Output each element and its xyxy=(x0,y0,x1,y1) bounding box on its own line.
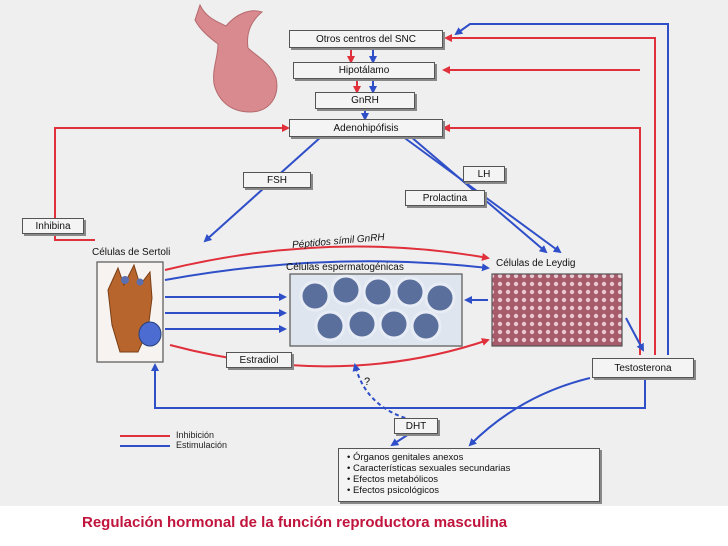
fsh-arrow xyxy=(203,135,323,243)
effect-item: • Características sexuales secundarias xyxy=(347,463,511,474)
testosterona-effects-arrow xyxy=(468,377,591,447)
effects-box: • Órganos genitales anexos • Característ… xyxy=(338,448,600,502)
testosterona-box: Testosterona xyxy=(592,358,694,378)
estradiol-box: Estradiol xyxy=(226,352,292,368)
testosterona-snc-inhibition-line xyxy=(444,34,656,355)
legend-estimulacion-label: Estimulación xyxy=(176,440,228,450)
peptidos-inhibition-line xyxy=(164,245,490,271)
inhibina-box: Inhibina xyxy=(22,218,84,234)
espermatogenicas-label: Células espermatogénicas xyxy=(286,262,404,273)
sertoli-main-nucleus xyxy=(138,321,162,347)
snc-box: Otros centros del SNC xyxy=(289,30,443,48)
testosterona-adeno-inhibition-line xyxy=(442,124,641,355)
fsh-box: FSH xyxy=(243,172,311,188)
caption-text: Regulación hormonal de la función reprod… xyxy=(82,514,508,531)
leydig-testosterona-arrow xyxy=(625,317,644,352)
caption-bar: Regulación hormonal de la función reprod… xyxy=(0,506,728,546)
dht-question-dotted-arrow xyxy=(352,363,413,421)
sertoli-nucleus-2 xyxy=(136,278,144,286)
testosterona-sertoli-line xyxy=(151,363,646,409)
brain-pituitary-illustration xyxy=(194,3,278,113)
testosterona-snc-stimulation-line xyxy=(454,23,669,355)
hipotalamo-box: Hipotálamo xyxy=(293,62,435,79)
inhibina-feedback-line xyxy=(54,124,290,241)
question-mark-label: ? xyxy=(364,376,371,388)
dht-box: DHT xyxy=(394,418,438,434)
diagram-canvas xyxy=(54,3,669,447)
effect-item: • Órganos genitales anexos xyxy=(347,452,464,463)
effect-item: • Efectos psicológicos xyxy=(347,485,440,496)
estradiol-inhibition-line xyxy=(169,338,490,368)
leydig-label: Células de Leydig xyxy=(496,258,576,269)
sertoli-label: Células de Sertoli xyxy=(92,247,171,258)
peptidos-stimulation-line xyxy=(164,260,490,281)
lh-box: LH xyxy=(463,166,505,182)
espermatogenicas-cells xyxy=(299,274,456,342)
leydig-cells-panel xyxy=(491,273,623,347)
legend-inhibicion-label: Inhibición xyxy=(176,430,215,440)
adenohipofisis-box: Adenohipófisis xyxy=(289,119,443,137)
dht-effects-arrow xyxy=(390,431,413,447)
gnrh-box: GnRH xyxy=(315,92,415,109)
effect-item: • Efectos metabólicos xyxy=(347,474,438,485)
prolactina-box: Prolactina xyxy=(405,190,485,206)
sertoli-nucleus-1 xyxy=(121,276,129,284)
